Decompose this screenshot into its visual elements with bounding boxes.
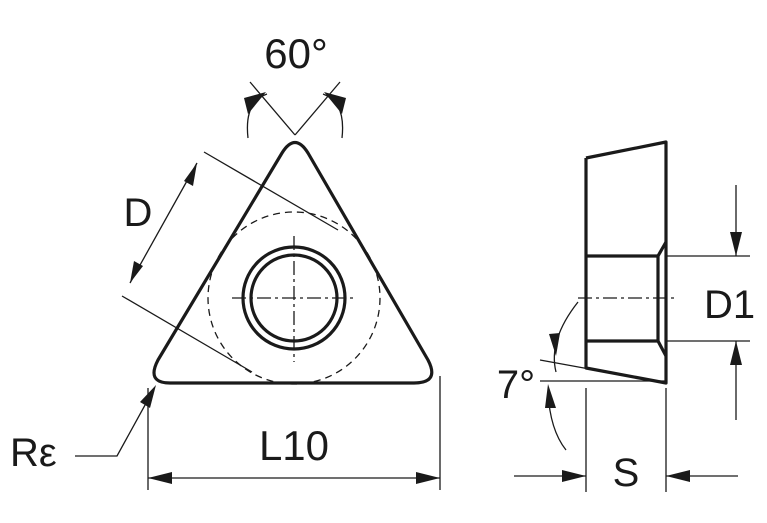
d1-arrow-top (730, 232, 742, 256)
clearance-arrow-top (549, 333, 560, 356)
side-view (514, 140, 750, 492)
angle-line-left (249, 81, 296, 136)
thickness-label: S (613, 451, 640, 495)
d-extension-bottom (121, 295, 253, 373)
d-dimension-line (129, 162, 198, 284)
hole-diameter-label: D1 (704, 283, 755, 327)
l10-arrow-right (416, 472, 440, 484)
angle-line-right (294, 81, 341, 136)
d-arrow-bottom (130, 261, 143, 283)
clearance-arrow-bottom (545, 384, 556, 408)
inscribed-circle (207, 211, 381, 385)
s-arrow-right (666, 470, 690, 482)
l10-arrow-left (148, 472, 172, 484)
d-arrow-top (184, 163, 197, 186)
length-label: L10 (259, 422, 329, 469)
clearance-angle-label: 7° (497, 363, 535, 407)
triangle-view (75, 81, 441, 490)
angle-label: 60° (264, 30, 328, 77)
s-arrow-left (562, 470, 586, 482)
d-extension-top (203, 151, 339, 231)
side-profile (584, 140, 668, 385)
radius-arrow (140, 385, 156, 408)
radius-label: Rε (10, 431, 57, 475)
hole-chamfer-top (656, 241, 668, 257)
insert-outline (152, 140, 434, 385)
radius-leader (75, 395, 151, 457)
clearance-line-angled (539, 359, 667, 384)
angle-arrow-left (244, 92, 266, 114)
d1-arrow-bottom (730, 341, 742, 365)
angle-arrow-right (324, 92, 346, 114)
diameter-label: D (124, 191, 153, 235)
hole-chamfer-bottom (656, 340, 668, 357)
